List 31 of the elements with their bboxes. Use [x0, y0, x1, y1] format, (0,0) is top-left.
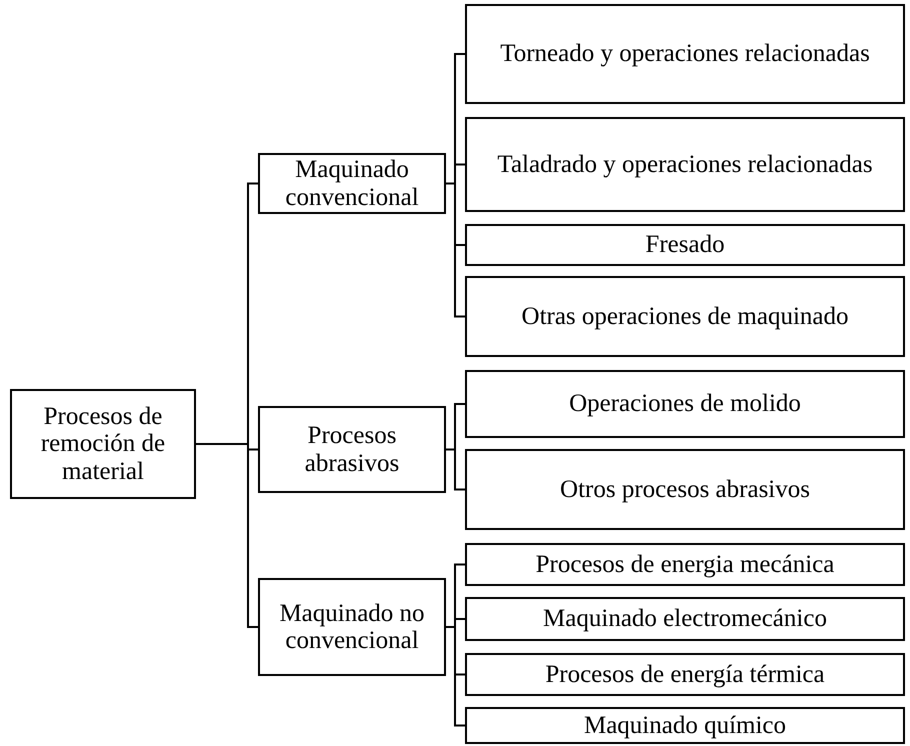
- box-label: Otros procesos abrasivos: [560, 476, 810, 504]
- process-box: [465, 653, 905, 696]
- box-label: Torneado y operaciones relacionadas: [500, 40, 870, 68]
- box-label: Maquinado no convencional: [278, 600, 426, 654]
- process-box: [258, 153, 446, 214]
- box-label: Fresado: [645, 231, 725, 259]
- box-label: Procesos abrasivos: [304, 422, 400, 477]
- process-box: [465, 597, 905, 641]
- connector-line: [446, 626, 465, 726]
- box-label: Maquinado convencional: [284, 156, 420, 211]
- box-label: Otras operaciones de maquinado: [522, 302, 848, 330]
- process-box: [465, 4, 905, 104]
- connector-line: [196, 443, 258, 628]
- process-box: [465, 543, 905, 586]
- box-label: Procesos de energia mecánica: [536, 550, 834, 578]
- process-box: [465, 449, 905, 530]
- process-box: [465, 224, 905, 266]
- box-label: Maquinado químico: [584, 712, 786, 740]
- process-box: [465, 117, 905, 212]
- process-box: [465, 276, 905, 357]
- process-box: [10, 389, 196, 499]
- process-box: [465, 370, 905, 438]
- process-box: [465, 707, 905, 744]
- process-box: [258, 406, 446, 493]
- process-box: [258, 578, 446, 676]
- box-label: Maquinado electromecánico: [543, 605, 827, 633]
- box-label: Taladrado y operaciones relacionadas: [497, 150, 873, 178]
- connector-line: [446, 448, 465, 490]
- box-label: Procesos de remoción de material: [40, 402, 166, 486]
- box-label: Procesos de energía térmica: [545, 660, 825, 688]
- box-label: Operaciones de molido: [569, 390, 801, 418]
